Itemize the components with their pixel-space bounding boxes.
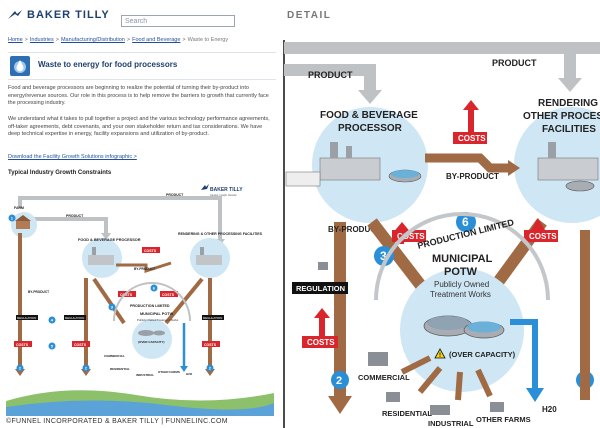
- info-n2-c: 2: [209, 366, 212, 371]
- detail-potw-l2: POTW: [444, 266, 478, 278]
- info-n3: 3: [111, 305, 114, 310]
- info-by-product-left: BY-PRODUCT: [28, 290, 49, 294]
- info-production-limited: PRODUCTION LIMITED: [130, 304, 170, 308]
- infographic-svg: BAKER TILLY Candor. Insight. Results. PR…: [6, 184, 274, 416]
- breadcrumb-current: Waste to Energy: [187, 37, 229, 43]
- download-infographic-link[interactable]: Download the Facility Growth Solutions i…: [8, 154, 137, 160]
- info-potw: MUNICIPAL POTW: [140, 312, 174, 316]
- infographic-thumbnail[interactable]: BAKER TILLY Candor. Insight. Results. PR…: [6, 183, 274, 416]
- info-commercial: COMMERCIAL: [104, 354, 125, 358]
- info-product-2: PRODUCT: [166, 193, 184, 197]
- info-over-capacity: (OVER CAPACITY): [138, 340, 164, 344]
- detail-costs-mid-right: COSTS: [529, 232, 557, 241]
- detail-panel: PRODUCT PRODUCT FOOD & BEVERAGE PROCESSO…: [280, 0, 600, 428]
- detail-by-product-left: BY-PRODUCT: [328, 225, 381, 234]
- info-by-product-mid: BY-PRODUCT: [134, 267, 155, 271]
- info-h2o: H2O: [186, 372, 193, 376]
- info-brand: BAKER TILLY: [210, 187, 243, 193]
- breadcrumb-manufacturing[interactable]: Manufacturing/Distribution: [60, 37, 125, 43]
- page-title-bar: Waste to energy for food processors: [8, 52, 276, 80]
- info-n5: 5: [51, 344, 54, 349]
- info-costs-1: COSTS: [16, 343, 29, 347]
- breadcrumb: Home>Industries>Manufacturing/Distributi…: [8, 37, 229, 43]
- info-residential: RESIDENTIAL: [110, 367, 130, 371]
- breadcrumb-home[interactable]: Home: [8, 37, 23, 43]
- expertise-paragraph: We understand what it takes to pull toge…: [8, 116, 270, 137]
- page-title: Waste to energy for food processors: [38, 60, 178, 69]
- info-n1: 1: [11, 216, 14, 221]
- info-n6: 6: [153, 286, 156, 291]
- section-heading: Typical Industry Growth Constraints: [8, 170, 112, 176]
- detail-n2-a: 2: [336, 375, 342, 387]
- breadcrumb-food-beverage[interactable]: Food and Beverage: [132, 37, 181, 43]
- info-costs-4: COSTS: [120, 293, 133, 297]
- brand-logo[interactable]: BAKER TILLY: [8, 9, 110, 21]
- detail-n6: 6: [462, 215, 469, 229]
- info-other-farms: OTHER FARMS: [158, 370, 180, 374]
- detail-industrial: INDUSTRIAL: [428, 419, 474, 428]
- web-page-panel: BAKER TILLY Search Home>Industries>Manuf…: [0, 0, 280, 428]
- detail-commercial: COMMERCIAL: [358, 373, 410, 382]
- info-n2-b: 2: [85, 366, 88, 371]
- footer-copyright: ©FUNNEL INCORPORATED & BAKER TILLY | FUN…: [6, 418, 228, 425]
- info-farm: FARM: [14, 206, 24, 210]
- search-input[interactable]: Search: [121, 15, 235, 27]
- detail-potw-sub2: Treatment Works: [430, 290, 491, 299]
- info-costs-3: COSTS: [144, 249, 157, 253]
- info-product-1: PRODUCT: [66, 214, 84, 218]
- detail-potw-l1: MUNICIPAL: [432, 253, 493, 265]
- detail-svg: PRODUCT PRODUCT FOOD & BEVERAGE PROCESSO…: [283, 40, 600, 428]
- detail-n3: 3: [380, 249, 387, 263]
- detail-potw-sub1: Publicly Owned: [434, 280, 489, 289]
- baker-tilly-logo-icon: [8, 10, 22, 19]
- info-n4: 4: [51, 318, 54, 323]
- brand-name: BAKER TILLY: [27, 9, 110, 21]
- info-regulation-2: REGULATION: [65, 316, 84, 320]
- detail-rendering-l2: OTHER PROCES: [523, 111, 600, 122]
- detail-costs-left: COSTS: [307, 338, 335, 347]
- detail-label: DETAIL: [287, 10, 332, 21]
- detail-regulation: REGULATION: [296, 284, 345, 293]
- detail-by-product-mid: BY-PRODUCT: [446, 172, 499, 181]
- svg-text:!: !: [439, 353, 441, 359]
- detail-product-1: PRODUCT: [308, 70, 353, 80]
- info-food-processor: FOOD & BEVERAGE PROCESSOR: [78, 238, 141, 242]
- detail-over-capacity: (OVER CAPACITY): [449, 350, 516, 359]
- info-industrial: INDUSTRIAL: [136, 373, 154, 377]
- energy-drop-icon: [10, 56, 30, 76]
- info-tagline: Candor. Insight. Results.: [210, 194, 238, 197]
- info-rendering: RENDERING & OTHER PROCESSING FACILITIES: [178, 232, 263, 236]
- detail-costs-mid-left: COSTS: [397, 232, 425, 241]
- detail-residential: RESIDENTIAL: [382, 409, 432, 418]
- detail-rendering-l3: FACILITIES: [542, 124, 596, 135]
- info-regulation-1: REGULATION: [17, 316, 36, 320]
- intro-paragraph: Food and beverage processors are beginni…: [8, 85, 269, 106]
- detail-food-processor-l2: PROCESSOR: [338, 123, 403, 134]
- detail-product-2: PRODUCT: [492, 58, 537, 68]
- info-costs-5: COSTS: [162, 293, 175, 297]
- info-potw-sub: Publicly Owned Treatment Works: [137, 318, 179, 322]
- detail-h2o: H20: [542, 405, 557, 414]
- info-n2-a: 2: [19, 366, 22, 371]
- info-regulation-3: REGULATION: [203, 316, 222, 320]
- breadcrumb-industries[interactable]: Industries: [29, 37, 54, 43]
- detail-other-farms: OTHER FARMS: [476, 415, 531, 424]
- detail-costs-top: COSTS: [458, 134, 486, 143]
- info-costs-2: COSTS: [74, 343, 87, 347]
- info-costs-6: COSTS: [204, 343, 217, 347]
- detail-food-processor-l1: FOOD & BEVERAGE: [320, 110, 418, 121]
- detail-rendering-l1: RENDERING: [538, 98, 598, 109]
